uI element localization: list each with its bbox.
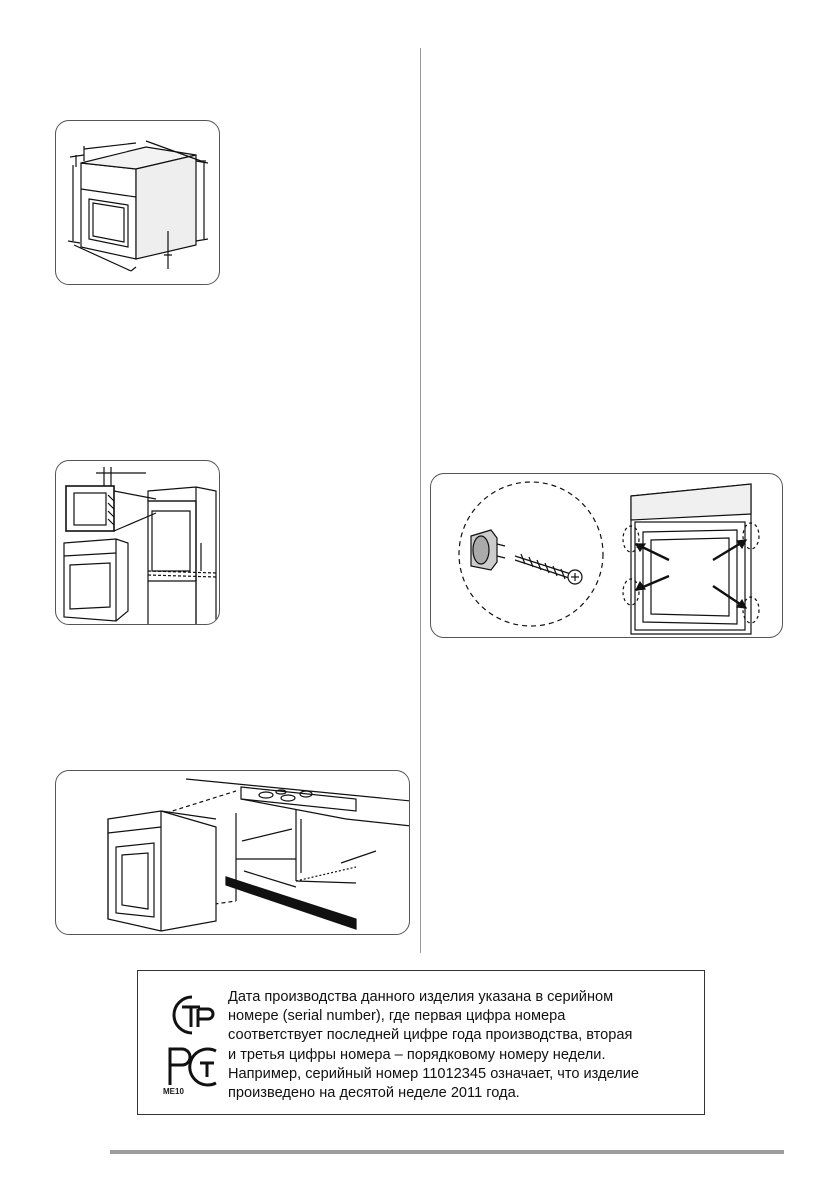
- oven-fixing-drawing: [458, 481, 760, 635]
- cabinet-ventilation-illustration: [55, 460, 220, 625]
- notice-text: Дата производства данного изделия указан…: [228, 988, 698, 1103]
- notice-line: произведено на десятой неделе 2011 года.: [228, 1085, 520, 1102]
- oven-under-hob-drawing: [107, 778, 409, 932]
- production-date-notice: ME10 Дата производства данного изделия у…: [137, 970, 705, 1115]
- oven-dimensions-illustration: [55, 120, 220, 285]
- notice-line: соответствует последней цифре года произ…: [228, 1027, 633, 1044]
- notice-line: Дата производства данного изделия указан…: [228, 989, 614, 1005]
- gost-r-certification-icon: [172, 995, 215, 1035]
- footer-rule: [110, 1150, 784, 1154]
- notice-line: Например, серийный номер 11012345 означа…: [228, 1065, 639, 1082]
- oven-under-hob-illustration: [55, 770, 410, 935]
- certification-marks: [168, 995, 217, 1087]
- certification-code: ME10: [163, 1087, 184, 1096]
- pct-certification-icon: [168, 1047, 217, 1087]
- column-divider: [420, 48, 421, 953]
- oven-fixing-illustration: [430, 473, 783, 638]
- notice-line: номере (serial number), где первая цифра…: [228, 1008, 566, 1025]
- notice-line: и третья цифры номера – порядковому номе…: [228, 1046, 606, 1063]
- cabinet-ventilation-drawing: [63, 467, 217, 624]
- oven-dimensions-drawing: [67, 140, 209, 272]
